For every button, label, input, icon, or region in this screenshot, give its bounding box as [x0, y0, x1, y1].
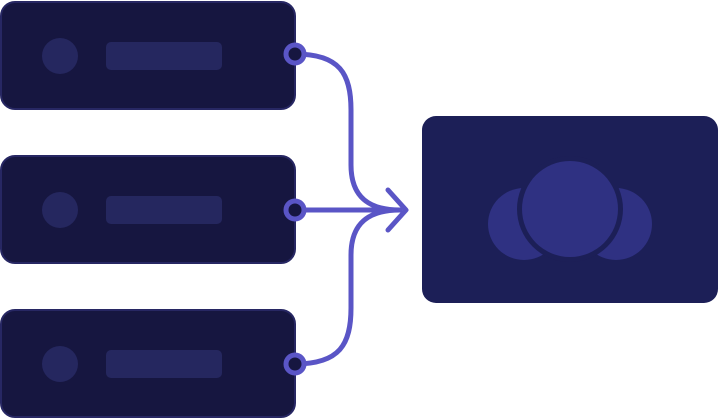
port-handle[interactable] [283, 198, 307, 222]
label-placeholder-bar [106, 196, 222, 224]
source-card-1 [0, 1, 296, 110]
connector-bottom [292, 207, 403, 367]
user-group-icon [488, 156, 652, 262]
user-group-center-head [522, 161, 618, 257]
connectors [292, 51, 409, 367]
port-handle[interactable] [283, 352, 307, 376]
ports [283, 42, 307, 376]
avatar-placeholder-icon [42, 346, 78, 382]
port-handle[interactable] [283, 42, 307, 66]
avatar-placeholder-icon [42, 38, 78, 74]
avatar-placeholder-icon [42, 192, 78, 228]
arrow-right-icon [385, 187, 409, 233]
target-card [422, 116, 718, 303]
source-card-3 [0, 309, 296, 418]
connector-top [292, 51, 403, 213]
label-placeholder-bar [106, 42, 222, 70]
label-placeholder-bar [106, 350, 222, 378]
source-card-2 [0, 155, 296, 264]
